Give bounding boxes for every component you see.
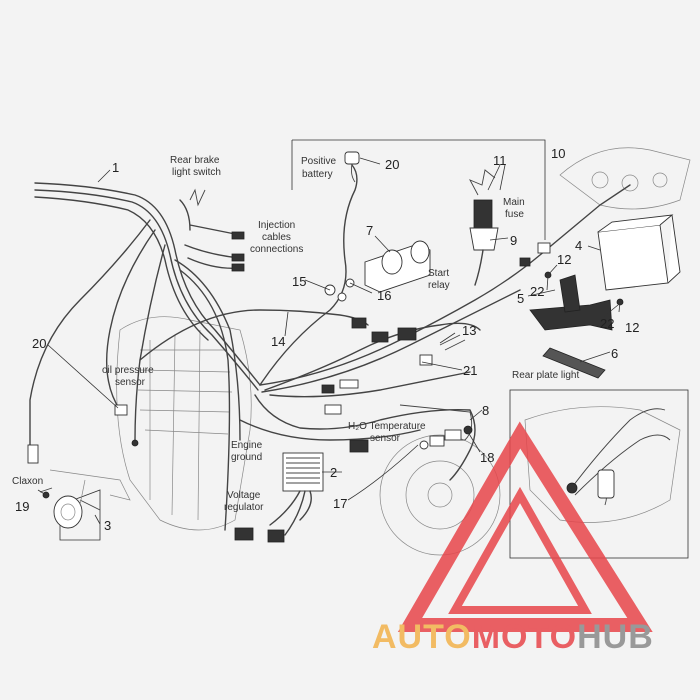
label-engine-ground-2: ground bbox=[231, 452, 262, 463]
callout-20-left: 20 bbox=[32, 336, 46, 351]
label-injection-1: Injection bbox=[258, 220, 295, 231]
label-rear-brake-1: Rear brake bbox=[170, 155, 220, 166]
label-h2o-sensor-2: sensor bbox=[370, 433, 401, 444]
label-injection-2: cables bbox=[262, 232, 291, 243]
main-fuse bbox=[469, 169, 499, 286]
watermark-moto: MOTO bbox=[472, 618, 577, 656]
callout-1: 1 bbox=[112, 160, 119, 175]
callout-6: 6 bbox=[611, 346, 618, 361]
battery bbox=[597, 214, 681, 291]
callout-2: 2 bbox=[330, 465, 337, 480]
label-h2o-sensor-1: H₂O Temperature bbox=[348, 421, 426, 432]
watermark-hub: HUB bbox=[577, 618, 654, 656]
label-claxon: Claxon bbox=[12, 476, 43, 487]
label-engine-ground-1: Engine bbox=[231, 440, 263, 451]
leader-lines bbox=[37, 157, 621, 525]
voltage-regulator bbox=[234, 452, 324, 543]
callout-20-top: 20 bbox=[385, 157, 399, 172]
callout-22-right: 22 bbox=[600, 316, 614, 331]
harness-connectors bbox=[27, 231, 551, 464]
callout-15: 15 bbox=[292, 274, 306, 289]
battery-holder bbox=[529, 271, 624, 331]
callout-22-left: 22 bbox=[530, 284, 544, 299]
label-start-relay-2: relay bbox=[428, 280, 450, 291]
label-positive-battery-1: Positive bbox=[301, 156, 336, 167]
callout-7: 7 bbox=[366, 223, 373, 238]
label-oil-pressure-1: oil pressure bbox=[102, 365, 154, 376]
watermark-text-auto: AUTOMOTOHUB bbox=[372, 618, 654, 656]
callout-21: 21 bbox=[463, 363, 477, 378]
callout-19: 19 bbox=[15, 499, 29, 514]
callout-3: 3 bbox=[104, 518, 111, 533]
engine-block-sketch bbox=[116, 316, 252, 531]
label-main-fuse-1: Main bbox=[503, 197, 525, 208]
label-rear-brake-2: light switch bbox=[172, 167, 221, 178]
tail-light-sketch bbox=[559, 147, 691, 210]
callout-13: 13 bbox=[462, 323, 476, 338]
positive-battery-terminal bbox=[344, 151, 360, 183]
callout-4: 4 bbox=[575, 238, 582, 253]
callout-17: 17 bbox=[333, 496, 347, 511]
label-main-fuse-2: fuse bbox=[505, 209, 524, 220]
callout-18: 18 bbox=[480, 450, 494, 465]
watermark-inner-triangle-icon bbox=[448, 486, 592, 614]
label-positive-battery-2: battery bbox=[302, 169, 333, 180]
callout-14: 14 bbox=[271, 334, 285, 349]
callout-10: 10 bbox=[551, 146, 565, 161]
group-box-10 bbox=[291, 139, 546, 240]
claxon-horn bbox=[39, 469, 131, 541]
rear-plate-light bbox=[542, 347, 606, 379]
watermark-logo: AUTOMOTOHUB bbox=[372, 421, 654, 656]
callout-11: 11 bbox=[493, 153, 507, 168]
watermark-auto: AUTO bbox=[372, 618, 472, 656]
label-start-relay-1: Start bbox=[428, 268, 449, 279]
label-voltage-regulator-2: regulator bbox=[224, 502, 264, 513]
main-harness bbox=[29, 164, 631, 531]
watermark-triangle-icon bbox=[397, 421, 653, 632]
alternator-sketch bbox=[379, 434, 501, 556]
label-oil-pressure-2: sensor bbox=[115, 377, 146, 388]
rear-plate-wires bbox=[566, 408, 671, 506]
callout-12-lower: 12 bbox=[625, 320, 639, 335]
label-injection-3: connections bbox=[250, 244, 303, 255]
callout-8: 8 bbox=[482, 403, 489, 418]
callout-12-upper: 12 bbox=[557, 252, 571, 267]
label-rear-plate-light: Rear plate light bbox=[512, 370, 579, 381]
callout-5: 5 bbox=[517, 291, 524, 306]
label-voltage-regulator-1: Voltage bbox=[227, 490, 261, 501]
start-relay bbox=[364, 240, 431, 293]
callout-9: 9 bbox=[510, 233, 517, 248]
rear-plate-inset-sketch bbox=[524, 406, 681, 523]
callout-16: 16 bbox=[377, 288, 391, 303]
